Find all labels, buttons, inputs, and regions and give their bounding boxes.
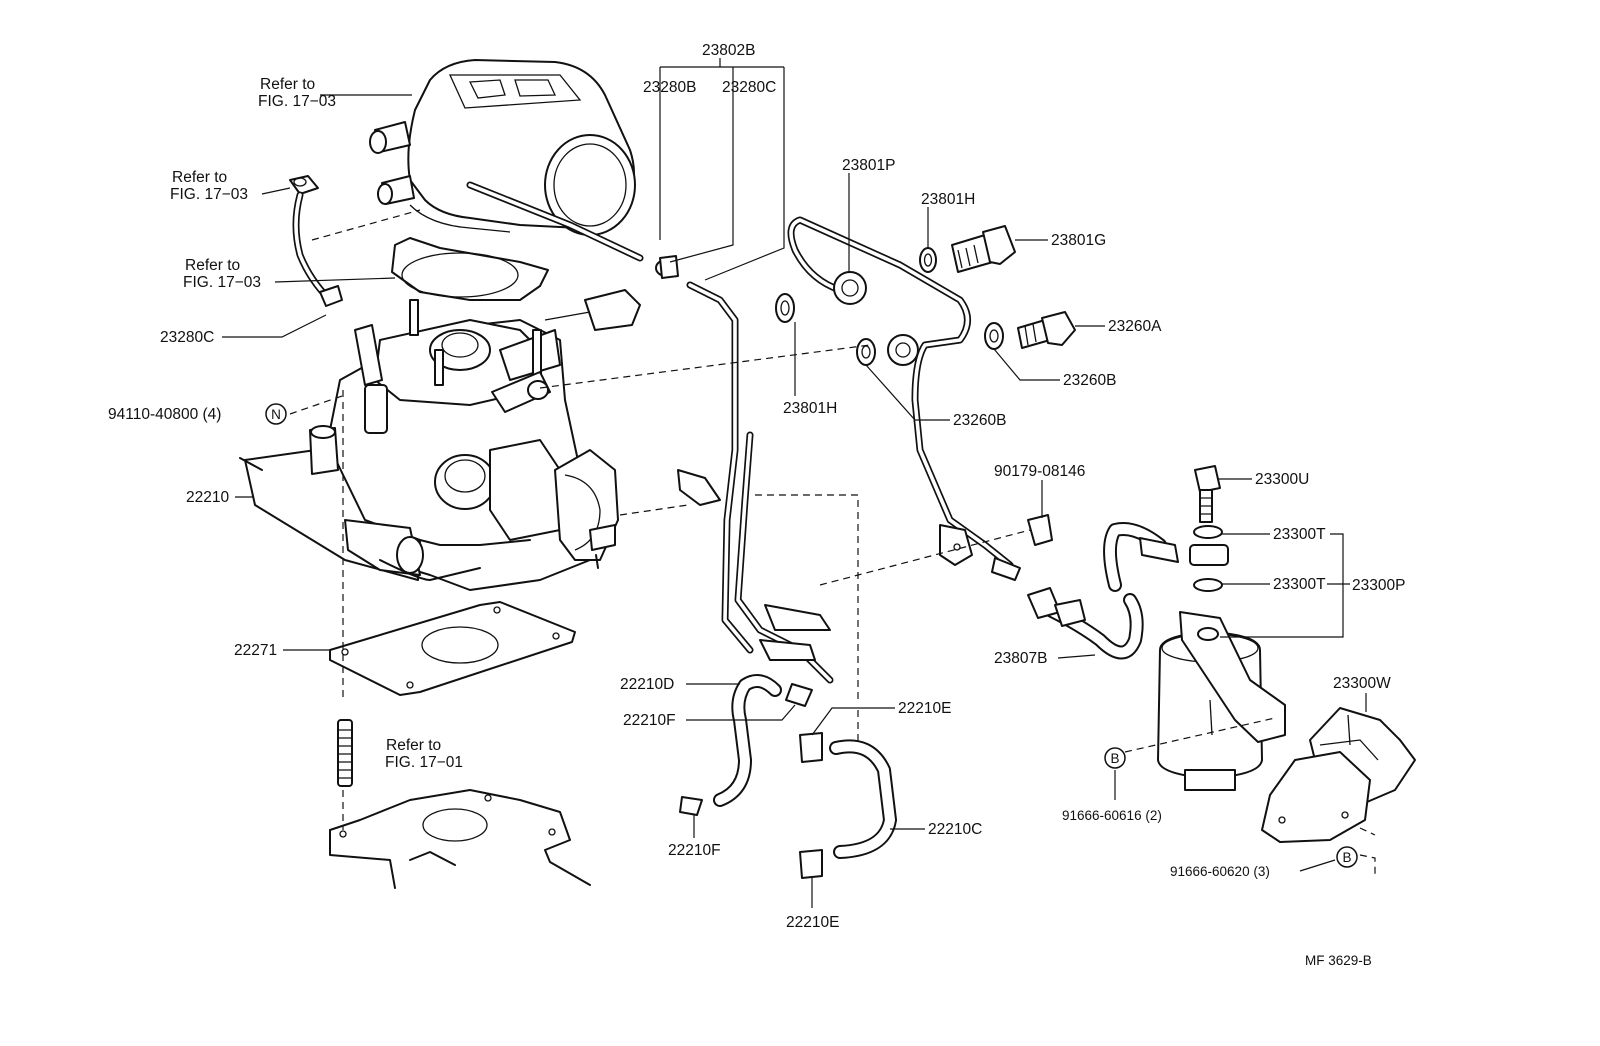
part-label-23300T-b: 23300T — [1273, 576, 1326, 593]
refer-label-d-line2: FIG. 17−01 — [385, 754, 463, 771]
refer-label-b-line1: Refer to — [172, 169, 227, 186]
part-label-23300T-a: 23300T — [1273, 526, 1326, 543]
part-label-94110: 94110-40800 (4) — [108, 406, 221, 423]
filter-bracket-23300W — [1261, 707, 1416, 843]
intake-manifold — [329, 789, 591, 889]
hose-clamp-23280C — [655, 255, 679, 279]
svg-text:B: B — [1342, 850, 1351, 865]
part-label-23280B: 23280B — [643, 79, 696, 96]
part-label-22210D: 22210D — [620, 676, 674, 693]
part-label-23801P: 23801P — [842, 157, 895, 174]
assembly-dashed-lines — [289, 209, 1376, 878]
refer-label-c-line1: Refer to — [185, 257, 240, 274]
union-bolt-23801G — [951, 225, 1016, 273]
part-label-23801G: 23801G — [1051, 232, 1106, 249]
refer-label-b-line2: FIG. 17−03 — [170, 186, 248, 203]
refer-label-c-line2: FIG. 17−03 — [183, 274, 261, 291]
throttle-body-assembly — [239, 289, 641, 591]
air-intake-housing — [369, 59, 636, 236]
part-label-23300P: 23300P — [1352, 577, 1405, 594]
part-label-23260B-mid: 23260B — [953, 412, 1006, 429]
svg-text:N: N — [271, 407, 281, 422]
part-label-23280C-top: 23280C — [722, 79, 776, 96]
part-label-23260A: 23260A — [1108, 318, 1162, 335]
refer-label-d-line1: Refer to — [386, 737, 441, 754]
part-label-22210F-a: 22210F — [623, 712, 676, 729]
part-label-90179: 90179-08146 — [994, 463, 1085, 480]
n-mark-symbol: N — [265, 403, 287, 425]
part-label-23280C-left: 23280C — [160, 329, 214, 346]
clip-90179 — [1027, 514, 1053, 546]
hose-22210C — [799, 732, 897, 879]
part-label-91666-60616: 91666-60616 (2) — [1062, 808, 1162, 823]
part-label-23802B: 23802B — [702, 42, 755, 59]
gasket-23260B-mid — [856, 338, 876, 366]
part-label-22210: 22210 — [186, 489, 229, 506]
b-mark-symbol-a: B — [1104, 747, 1126, 769]
part-label-22210C: 22210C — [928, 821, 982, 838]
part-label-23801H-top: 23801H — [921, 191, 975, 208]
throttle-body-gasket — [391, 237, 549, 301]
hose-22210D — [679, 674, 813, 816]
fuel-hose-23807B — [1027, 522, 1179, 660]
fuel-filter-assembly — [1157, 465, 1286, 791]
gasket-23801H-mid — [775, 293, 795, 323]
stud-bolt — [337, 719, 353, 787]
grommet-clip — [289, 175, 319, 195]
part-label-22210E-b: 22210E — [786, 914, 839, 931]
bolt-23260A — [1017, 311, 1076, 349]
part-label-23801H-mid: 23801H — [783, 400, 837, 417]
part-label-22210F-b: 22210F — [668, 842, 721, 859]
part-label-23260B-right: 23260B — [1063, 372, 1116, 389]
gasket-23260B-right — [984, 322, 1004, 350]
figure-code: MF 3629-B — [1305, 953, 1372, 968]
part-label-22210E-a: 22210E — [898, 700, 951, 717]
part-label-23300W: 23300W — [1333, 675, 1391, 692]
fuel-pipe-23802B — [677, 281, 834, 684]
part-label-23300U: 23300U — [1255, 471, 1309, 488]
leader-lines — [222, 58, 1367, 908]
svg-text:B: B — [1110, 751, 1119, 766]
part-label-23807B: 23807B — [994, 650, 1047, 667]
refer-label-a-line2: FIG. 17−03 — [258, 93, 336, 110]
fuel-pipe-23801P — [787, 216, 1021, 581]
part-label-22271: 22271 — [234, 642, 277, 659]
refer-label-a-line1: Refer to — [260, 76, 315, 93]
gasket-23801H-top — [919, 247, 937, 273]
base-gasket — [329, 601, 576, 696]
b-mark-symbol-b: B — [1336, 846, 1358, 868]
part-label-91666-60620: 91666-60620 (3) — [1170, 864, 1270, 879]
